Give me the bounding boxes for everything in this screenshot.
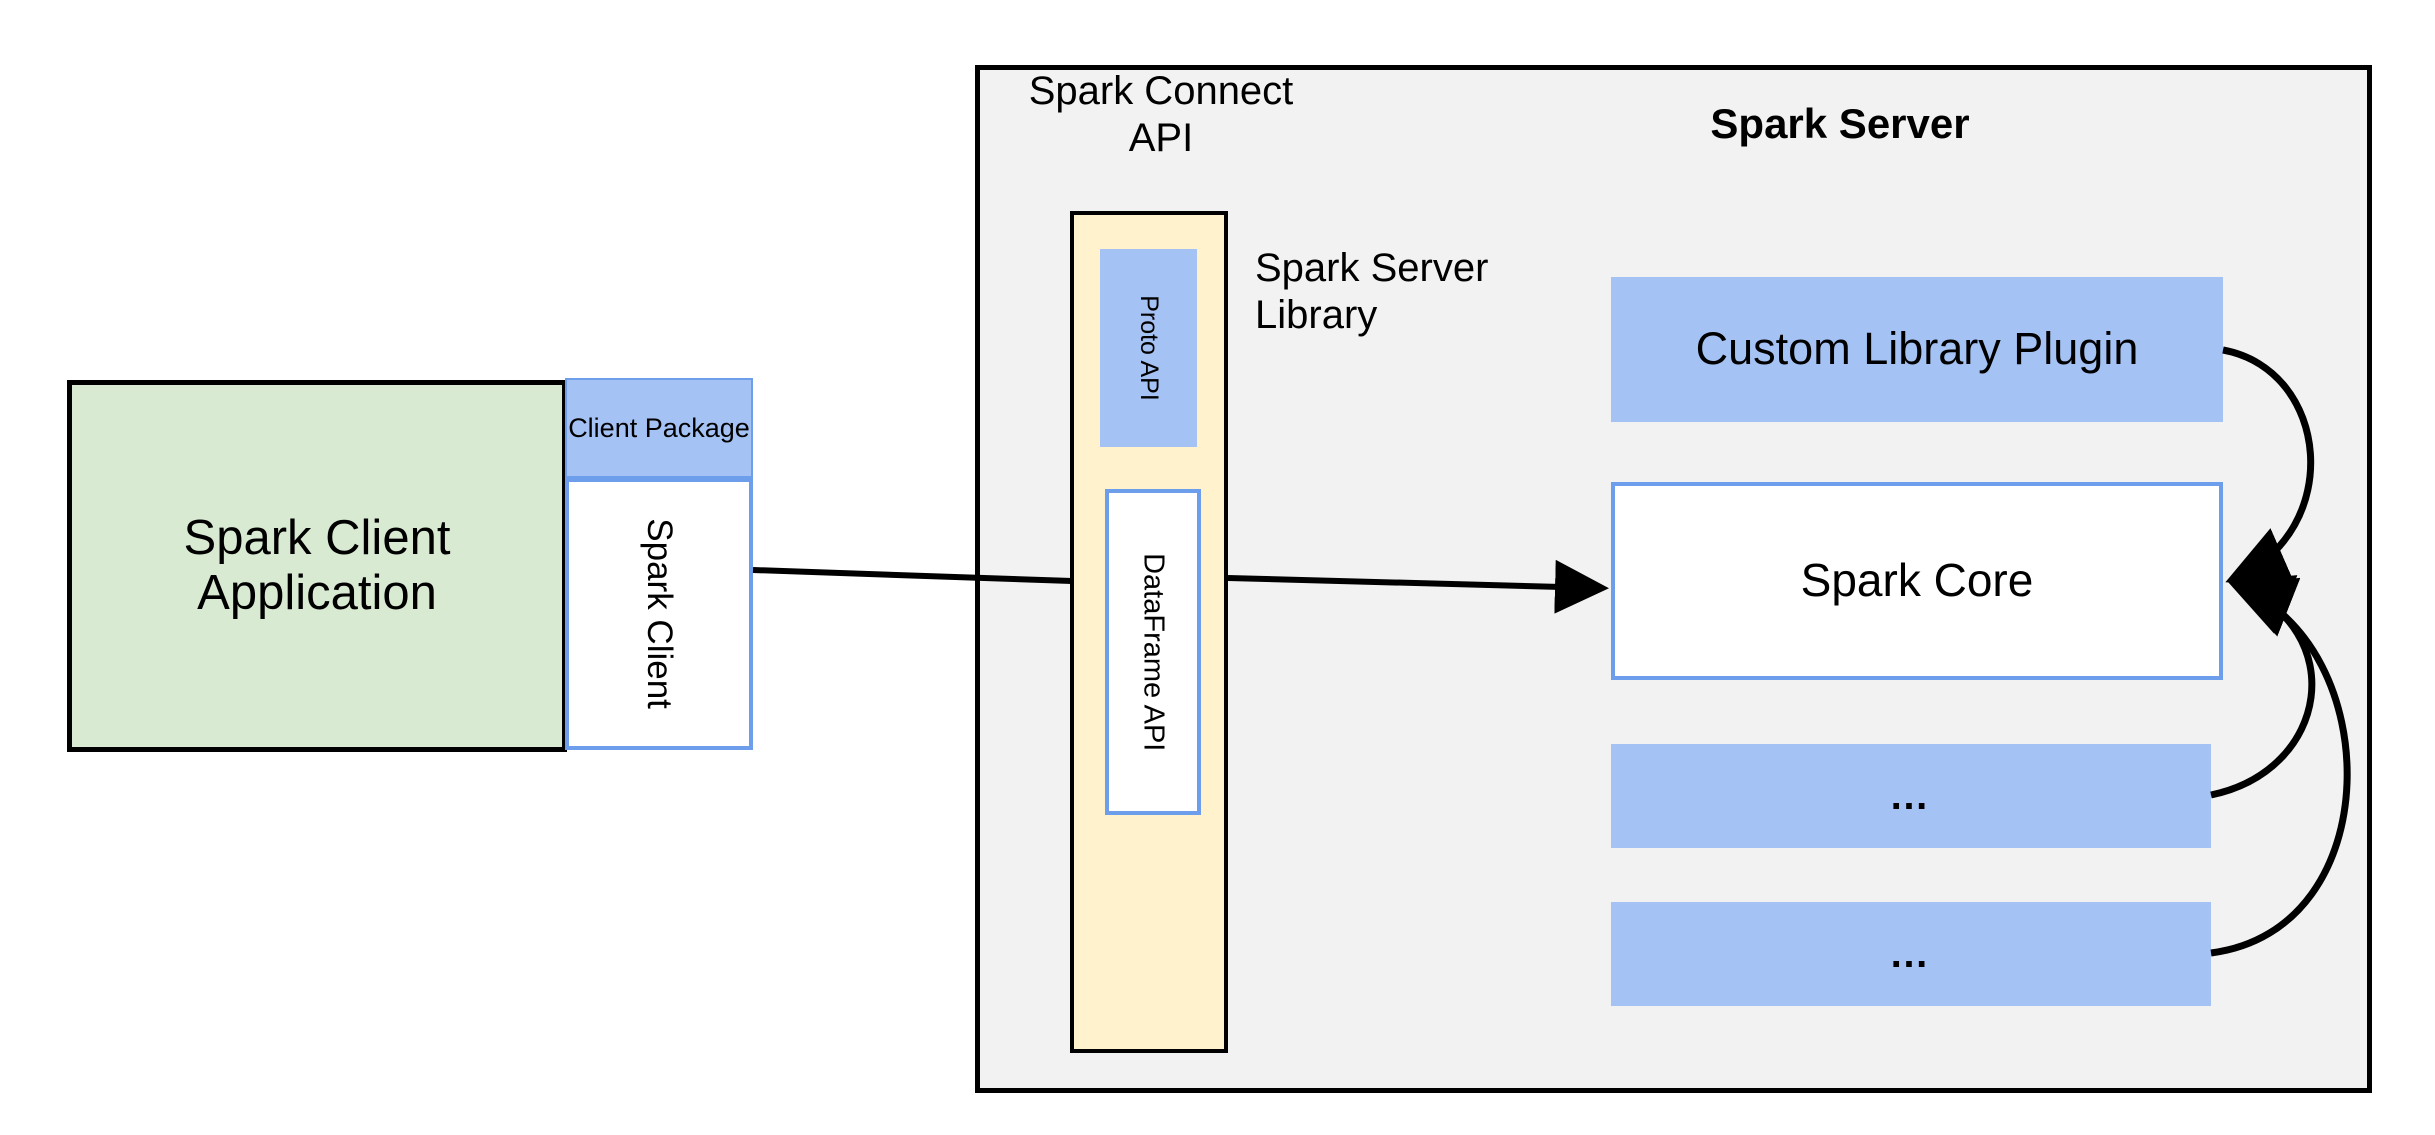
dataframe-api-label: DataFrame API bbox=[1137, 552, 1170, 752]
spark-client-label: Spark Client bbox=[639, 518, 679, 710]
spark-server-library-label: Spark Server Library bbox=[1255, 246, 1489, 338]
spark-client-box[interactable]: Spark Client bbox=[565, 478, 753, 750]
spark-connect-api-label: Spark Connect API bbox=[1028, 69, 1294, 161]
ellipsis-box-2[interactable]: … bbox=[1611, 902, 2211, 1006]
dataframe-api-box[interactable]: DataFrame API bbox=[1105, 489, 1201, 815]
proto-api-box[interactable]: Proto API bbox=[1100, 249, 1197, 447]
spark-server-title: Spark Server bbox=[1710, 100, 1970, 147]
proto-api-label: Proto API bbox=[1134, 295, 1163, 401]
ellipsis-box-1[interactable]: … bbox=[1611, 744, 2211, 848]
spark-client-application-box[interactable]: Spark Client Application bbox=[67, 380, 567, 752]
spark-core-box[interactable]: Spark Core bbox=[1611, 482, 2223, 680]
client-package-box[interactable]: Client Package bbox=[565, 378, 753, 478]
custom-library-plugin-box[interactable]: Custom Library Plugin bbox=[1611, 277, 2223, 422]
